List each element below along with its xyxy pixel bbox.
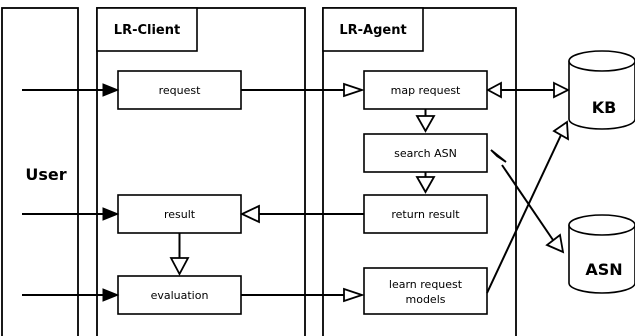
map-request-label: map request xyxy=(391,84,461,97)
search-asn-label: search ASN xyxy=(394,147,457,160)
asn-label: ASN xyxy=(585,260,622,279)
connectors xyxy=(22,89,562,296)
arrowheads xyxy=(102,81,571,303)
result-box xyxy=(117,194,242,234)
lr-agent-title: LR-Agent xyxy=(339,23,406,38)
request-label: request xyxy=(159,84,202,97)
asn-store xyxy=(568,214,635,294)
evaluation-box xyxy=(117,275,242,315)
learn-request-models-label-line1: learn request xyxy=(389,278,463,291)
user-lane xyxy=(1,7,79,336)
kb-store xyxy=(568,50,635,130)
learn-request-models-label-line2: models xyxy=(406,293,446,306)
return-result-label: return result xyxy=(391,208,460,221)
result-label: result xyxy=(164,208,196,221)
evaluation-label: evaluation xyxy=(151,289,209,302)
learn-request-models-box xyxy=(363,267,488,315)
lr-agent-header xyxy=(322,7,424,52)
lr-client-header xyxy=(96,7,198,52)
kb-label: KB xyxy=(592,98,617,117)
user-lane-title: User xyxy=(25,165,66,184)
search-asn-box xyxy=(363,133,488,173)
return-result-box xyxy=(363,194,488,234)
request-box xyxy=(117,70,242,110)
lr-client-title: LR-Client xyxy=(114,23,180,38)
